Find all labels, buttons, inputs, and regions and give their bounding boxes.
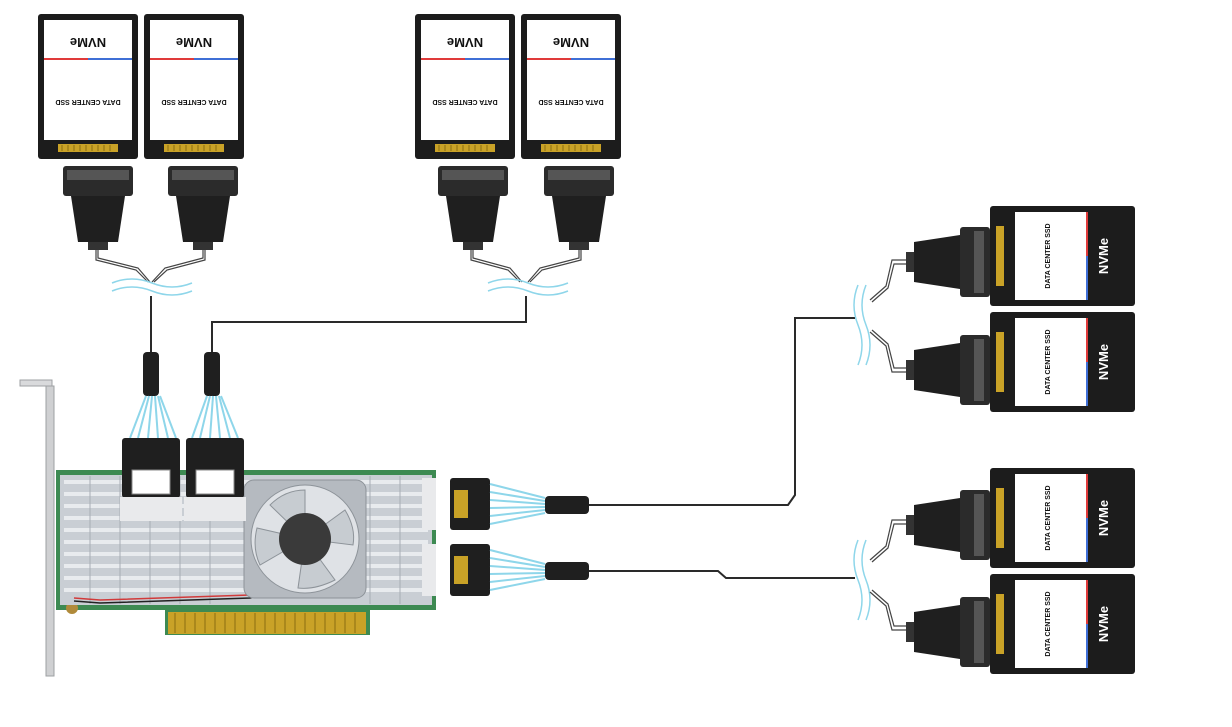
cable-break-symbol [853, 284, 871, 366]
nvme-ssd-top-2: NVMe DATA CENTER SSD [143, 13, 245, 160]
fanout-cable-top-right [191, 352, 239, 439]
nvme-ssd-right-4: NVMe DATA CENTER SSD [990, 574, 1135, 674]
splitter-cable-right-top [869, 259, 906, 373]
slimsas-connector-icon [906, 227, 990, 297]
ssd-brand-label: NVMe [1096, 606, 1111, 642]
ssd-brand-label: NVMe [176, 35, 212, 50]
nvme-ssd-right-3: NVMe DATA CENTER SSD [990, 468, 1135, 568]
fanout-cable-side-2 [489, 549, 589, 591]
ssd-brand-label: NVMe [1096, 238, 1111, 274]
cable-segment [589, 317, 855, 506]
ssd-brand-label: NVMe [447, 35, 483, 50]
ssd-description-label: DATA CENTER SSD [432, 98, 497, 105]
fanout-cable-side-1 [489, 483, 589, 525]
cable-break-symbol [853, 539, 871, 621]
nvme-ssd-top-4: NVMe DATA CENTER SSD [520, 13, 622, 160]
ssd-brand-label: NVMe [70, 35, 106, 50]
nvme-ssd-top-3: NVMe DATA CENTER SSD [414, 13, 516, 160]
slimsas-connector-icon [544, 166, 614, 250]
cable-segment [589, 570, 855, 579]
pcie-card-icon [19, 379, 436, 677]
slimsas-port-top-1 [120, 438, 182, 521]
slimsas-connector-icon [168, 166, 238, 250]
splitter-cable-top-right [470, 250, 582, 283]
ssd-brand-label: NVMe [1096, 344, 1111, 380]
slimsas-connector-icon [906, 335, 990, 405]
ssd-description-label: DATA CENTER SSD [1045, 329, 1052, 394]
ssd-description-label: DATA CENTER SSD [1045, 591, 1052, 656]
cable-segment [211, 296, 527, 352]
ssd-description-label: DATA CENTER SSD [1045, 485, 1052, 550]
slimsas-connector-icon [906, 490, 990, 560]
slimsas-connector-icon [438, 166, 508, 250]
splitter-cable-top-left [95, 250, 206, 283]
ssd-brand-label: NVMe [1096, 500, 1111, 536]
ssd-description-label: DATA CENTER SSD [1045, 223, 1052, 288]
nvme-ssd-top-1: NVMe DATA CENTER SSD [37, 13, 139, 160]
fanout-cable-top-left [129, 352, 177, 439]
fan-icon [243, 479, 367, 599]
ssd-description-label: DATA CENTER SSD [55, 98, 120, 105]
slimsas-port-side-2 [422, 544, 490, 596]
ssd-description-label: DATA CENTER SSD [538, 98, 603, 105]
ssd-brand-label: NVMe [553, 35, 589, 50]
slimsas-port-top-2 [184, 438, 246, 521]
nvme-ssd-right-2: NVMe DATA CENTER SSD [990, 312, 1135, 412]
slimsas-connector-icon [906, 597, 990, 667]
nvme-ssd-right-1: NVMe DATA CENTER SSD [990, 206, 1135, 306]
slimsas-connector-icon [63, 166, 133, 250]
slimsas-port-side-1 [422, 478, 490, 530]
ssd-description-label: DATA CENTER SSD [161, 98, 226, 105]
splitter-cable-right-bottom [869, 519, 906, 631]
